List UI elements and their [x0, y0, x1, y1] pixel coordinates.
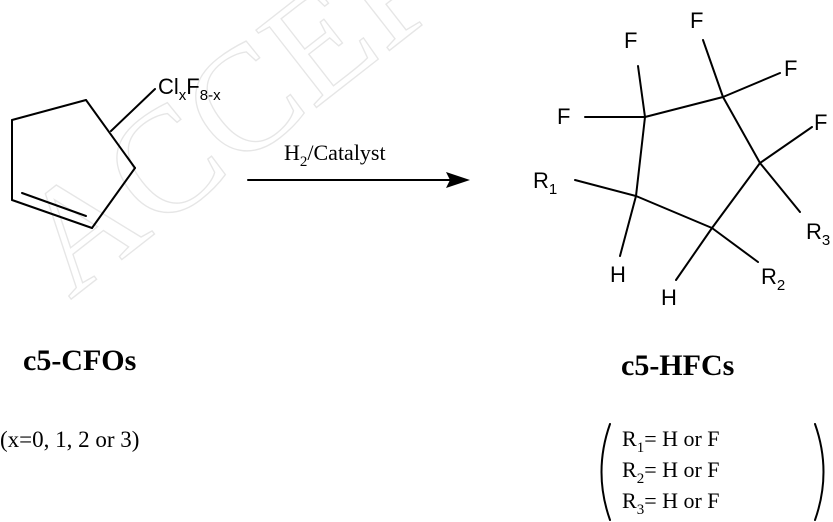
r1-bond — [574, 179, 637, 197]
arrow-head — [446, 172, 470, 188]
substituent-bond — [110, 88, 156, 132]
ring-bond — [91, 167, 136, 229]
product-structure: F F F F F H H R1 R2 R3 — [533, 8, 830, 310]
reactant-name: c5-CFOs — [23, 344, 136, 377]
f-bond — [702, 39, 724, 98]
substituent-label: ClxF8-x — [158, 74, 221, 104]
ring-double-bond-inner — [21, 192, 87, 217]
reactant-condition: (x=0, 1, 2 or 3) — [0, 427, 139, 452]
ring-bond — [85, 99, 136, 169]
fluorine-atom: F — [557, 104, 570, 129]
fluorine-atom: F — [690, 8, 703, 33]
ring-bond — [644, 96, 724, 118]
ring-double-bond — [11, 199, 93, 229]
left-parenthesis — [600, 423, 611, 521]
fluorine-atom: F — [624, 28, 637, 53]
f-bond — [722, 72, 781, 98]
hydrogen-atom: H — [610, 262, 626, 287]
reagent-label: H2/Catalyst — [284, 140, 386, 170]
reaction-arrow: H2/Catalyst — [247, 140, 470, 188]
ring-bond — [11, 99, 87, 121]
r-group-conditions: R1= H or F R2= H or F R3= H or F — [600, 423, 825, 521]
r1-label: R1 — [533, 168, 557, 198]
r2-bond — [711, 227, 759, 263]
r2-label: R2 — [761, 264, 785, 294]
condition-line: R1= H or F — [622, 426, 720, 456]
f-bond — [759, 126, 813, 164]
fluorine-atom: F — [784, 56, 797, 81]
h-bond — [619, 195, 637, 257]
f-bond — [637, 65, 646, 118]
ring-bond — [635, 116, 646, 197]
r3-label: R3 — [806, 219, 830, 249]
fluorine-atom: F — [814, 110, 827, 135]
condition-line: R2= H or F — [622, 457, 720, 487]
ring-bond — [635, 195, 713, 229]
ring-bond — [711, 162, 761, 229]
condition-line: R3= H or F — [622, 488, 720, 518]
r3-bond — [759, 162, 801, 213]
h-bond — [675, 227, 713, 281]
product-name: c5-HFCs — [621, 349, 734, 382]
reactant-structure: ClxF8-x — [11, 74, 221, 229]
right-parenthesis — [814, 423, 825, 521]
ring-bond — [722, 96, 761, 164]
hydrogen-atom: H — [661, 285, 677, 310]
